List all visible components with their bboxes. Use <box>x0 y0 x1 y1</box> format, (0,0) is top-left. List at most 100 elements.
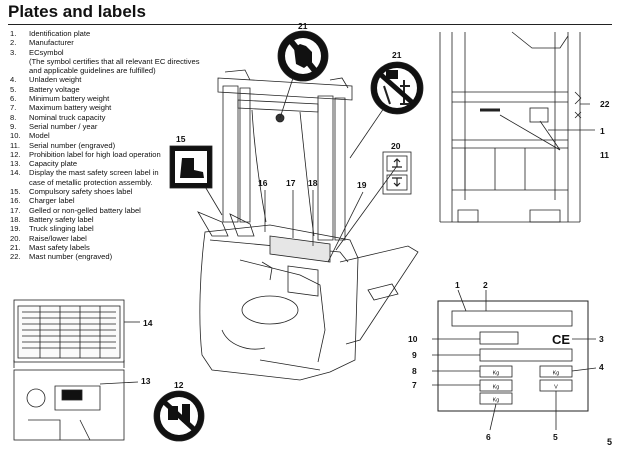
legend-item: 19.Truck slinging label <box>10 224 225 233</box>
callout-19: 19 <box>357 180 367 190</box>
legend-item: 16. Charger label <box>10 196 225 205</box>
legend-item-number: 18. <box>10 214 21 224</box>
page-number: 5 <box>606 437 612 447</box>
legend-item: and applicable guidelines are fulfilled) <box>10 66 225 75</box>
legend-item-text: Maximum battery weight <box>29 103 112 113</box>
legend-item: 7.Maximum battery weight <box>10 103 225 112</box>
mast-safety-screen <box>13 299 140 368</box>
legend-item-number: 10. <box>10 131 21 141</box>
callout-13: 13 <box>141 376 151 386</box>
no-hands-label <box>277 30 329 82</box>
callout-1-plate: 1 <box>455 280 460 290</box>
legend-item: 11. Serial number (engraved) <box>10 141 225 150</box>
page-title: Plates and labels <box>8 2 146 21</box>
legend-item-number: 17. <box>10 205 21 215</box>
callout-5: 5 <box>553 432 558 442</box>
legend-item-text: Serial number / year <box>29 121 98 131</box>
callout-15: 15 <box>176 134 186 144</box>
legend-item-text: Display the mast safety screen label in <box>29 168 159 178</box>
legend-item: 5. Battery voltage <box>10 85 225 94</box>
legend-item: 14. Display the mast safety screen label … <box>10 168 225 177</box>
legend-item-number: 2. <box>10 38 17 48</box>
capacity-plate-view <box>13 369 139 441</box>
plate-kg-4: Kg <box>553 371 560 377</box>
legend-item: 9.Serial number / year <box>10 122 225 131</box>
legend-item: 3.ECsymbol <box>10 48 225 57</box>
legend-item-text: Nominal truck capacity <box>29 112 106 122</box>
callout-6: 6 <box>486 432 491 442</box>
high-load-prohibition-label <box>153 390 205 442</box>
truck-drawing <box>197 69 419 381</box>
legend-item: 17. Gelled or non-gelled battery label <box>10 206 225 215</box>
callout-9: 9 <box>412 350 417 360</box>
legend-item-text: Identification plate <box>29 29 91 38</box>
legend-item-number: 6. <box>10 94 17 104</box>
plate-kg-7: Kg <box>493 385 500 391</box>
legend-item: 22. Mast number (engraved) <box>10 252 225 261</box>
callout-8: 8 <box>412 366 417 376</box>
callout-7: 7 <box>412 380 417 390</box>
legend-item-text: Battery voltage <box>29 84 80 94</box>
legend-item-text: Unladen weight <box>29 75 82 85</box>
legend-item-number: 15. <box>10 187 21 197</box>
legend-item: (The symbol certifies that all relevant … <box>10 57 225 66</box>
legend-item-text: Model <box>29 131 50 141</box>
legend-item-text: Battery safety label <box>29 214 94 224</box>
legend-item-text: case of metallic protection assembly. <box>29 177 153 187</box>
legend-item-number: 13. <box>10 159 21 169</box>
legend-item-text: (The symbol certifies that all relevant … <box>29 56 200 66</box>
legend-item: 15. Compulsory safety shoes label <box>10 187 225 196</box>
legend-item: 8. Nominal truck capacity <box>10 113 225 122</box>
legend-item: 1. Identification plate <box>10 29 225 38</box>
legend-item-text: Capacity plate <box>29 159 78 169</box>
callout-2: 2 <box>483 280 488 290</box>
legend-item-number: 20. <box>10 233 21 243</box>
legend-item-text: Serial number (engraved) <box>29 140 116 150</box>
safety-shoes-label <box>169 145 213 189</box>
callout-4: 4 <box>599 362 604 372</box>
callout-18: 18 <box>308 178 318 188</box>
legend-item-number: 1. <box>10 29 17 38</box>
plate-volt-5: V <box>554 385 558 391</box>
legend-item-number: 22. <box>10 252 21 262</box>
callout-10: 10 <box>408 334 418 344</box>
callout-17: 17 <box>286 178 296 188</box>
legend-item-number: 3. <box>10 47 17 57</box>
raise-lower-label <box>382 151 412 195</box>
callout-3: 3 <box>599 334 604 344</box>
legend-item-text: Compulsory safety shoes label <box>29 187 133 197</box>
callout-1-mast: 1 <box>600 126 605 136</box>
legend-item-text: Prohibition label for high load operatio… <box>29 149 161 159</box>
callout-21-hand: 21 <box>298 21 308 31</box>
legend-item-number: 21. <box>10 242 21 252</box>
mast-rear-view <box>439 31 595 223</box>
legend-item-number: 11. <box>10 140 20 150</box>
callout-21-load: 21 <box>392 50 402 60</box>
legend-item: 18. Battery safety label <box>10 215 225 224</box>
legend-item-number: 16. <box>10 196 21 206</box>
legend-item-text: Mast number (engraved) <box>29 252 113 262</box>
ce-mark: CE <box>552 332 570 347</box>
callout-20: 20 <box>391 141 401 151</box>
legend-item: case of metallic protection assembly. <box>10 178 225 187</box>
plate-kg-6: Kg <box>493 398 500 404</box>
legend-item-number: 5. <box>10 84 17 94</box>
legend-item-text: Charger label <box>29 196 75 206</box>
legend-item-number: 14. <box>10 168 21 178</box>
plate-kg-8: Kg <box>493 371 500 377</box>
callout-22: 22 <box>600 99 610 109</box>
legend-item: 21. Mast safety labels <box>10 243 225 252</box>
legend-item-number: 8. <box>10 112 17 122</box>
legend-item: 4.Unladen weight <box>10 75 225 84</box>
title-rule <box>8 24 612 25</box>
legend-item-text: Truck slinging label <box>29 224 94 234</box>
identification-plate <box>432 289 597 431</box>
legend-item-text: Gelled or non-gelled battery label <box>29 205 141 215</box>
legend-item-text: Mast safety labels <box>29 242 90 252</box>
legend-item: 6.Minimum battery weight <box>10 94 225 103</box>
callout-11: 11 <box>600 150 609 160</box>
callout-14: 14 <box>143 318 153 328</box>
callout-12: 12 <box>174 380 184 390</box>
